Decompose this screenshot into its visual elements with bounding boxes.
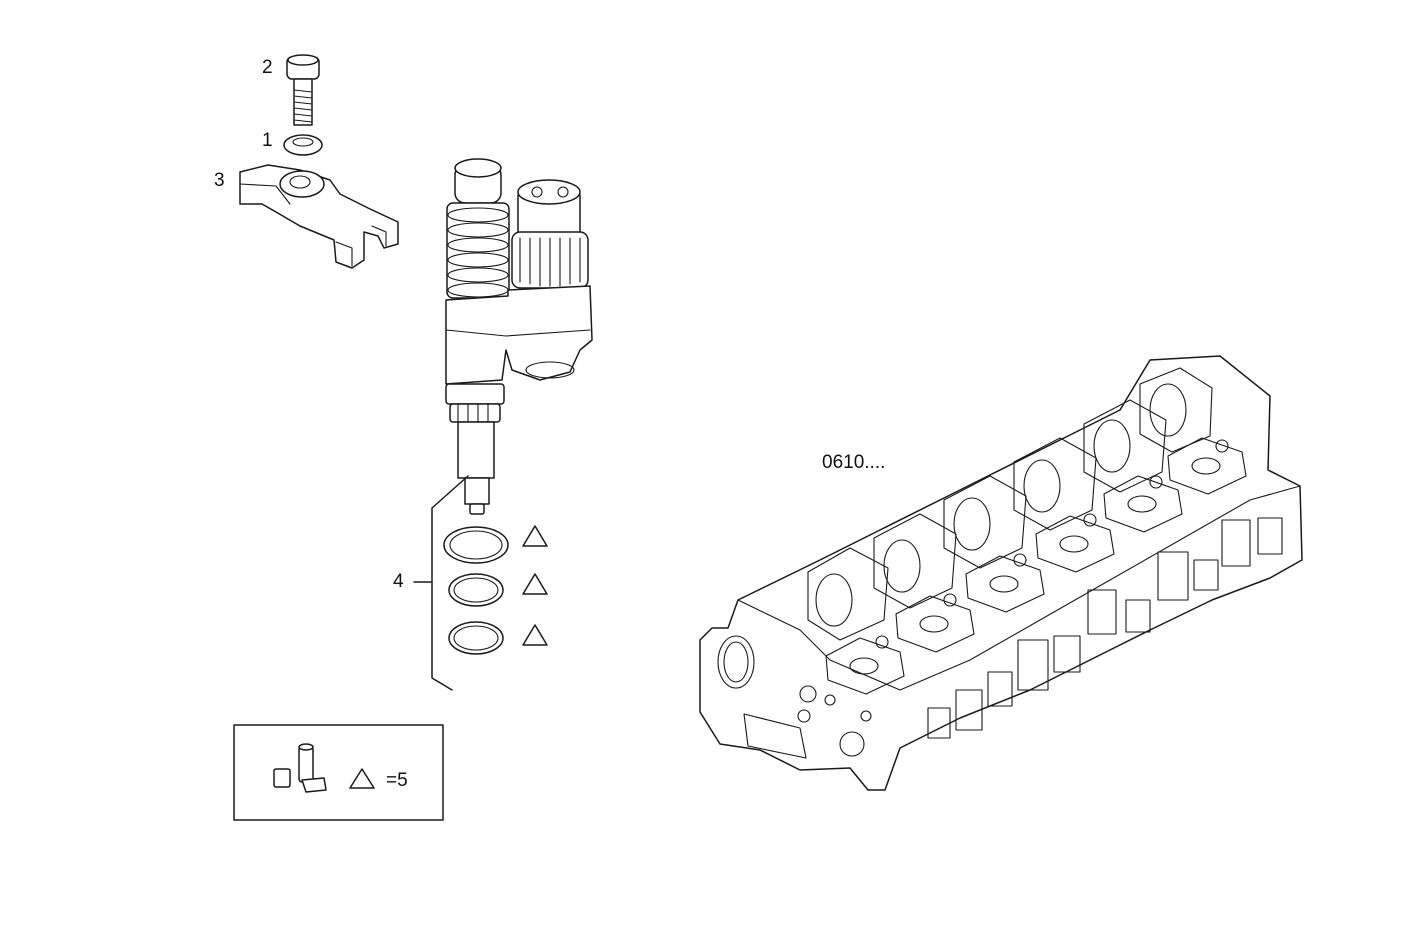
o-ring-2[interactable] (448, 573, 504, 607)
triangle-icon (522, 624, 548, 646)
kit-parts-icon (273, 743, 327, 793)
washer-part[interactable] (283, 134, 323, 156)
bracket-part[interactable] (239, 164, 399, 269)
triangle-icon (522, 573, 548, 595)
o-ring-1[interactable] (443, 526, 509, 564)
o-ring-3[interactable] (448, 621, 504, 655)
callout-3-label: 3 (214, 170, 225, 191)
legend-box (233, 724, 444, 821)
seal-group-bracket (431, 475, 469, 691)
callout-2-label: 2 (262, 57, 273, 78)
bolt-part[interactable] (286, 54, 320, 126)
callout-1-label: 1 (262, 130, 273, 151)
triangle-icon (349, 768, 375, 789)
callout-4-label: 4 (393, 571, 404, 592)
legend-quantity-label: =5 (386, 770, 408, 791)
triangle-icon (522, 525, 548, 547)
cylinder-head-reference-label: 0610.... (822, 452, 886, 473)
unit-injector-part[interactable] (445, 158, 593, 515)
cylinder-head-part[interactable] (699, 355, 1303, 791)
